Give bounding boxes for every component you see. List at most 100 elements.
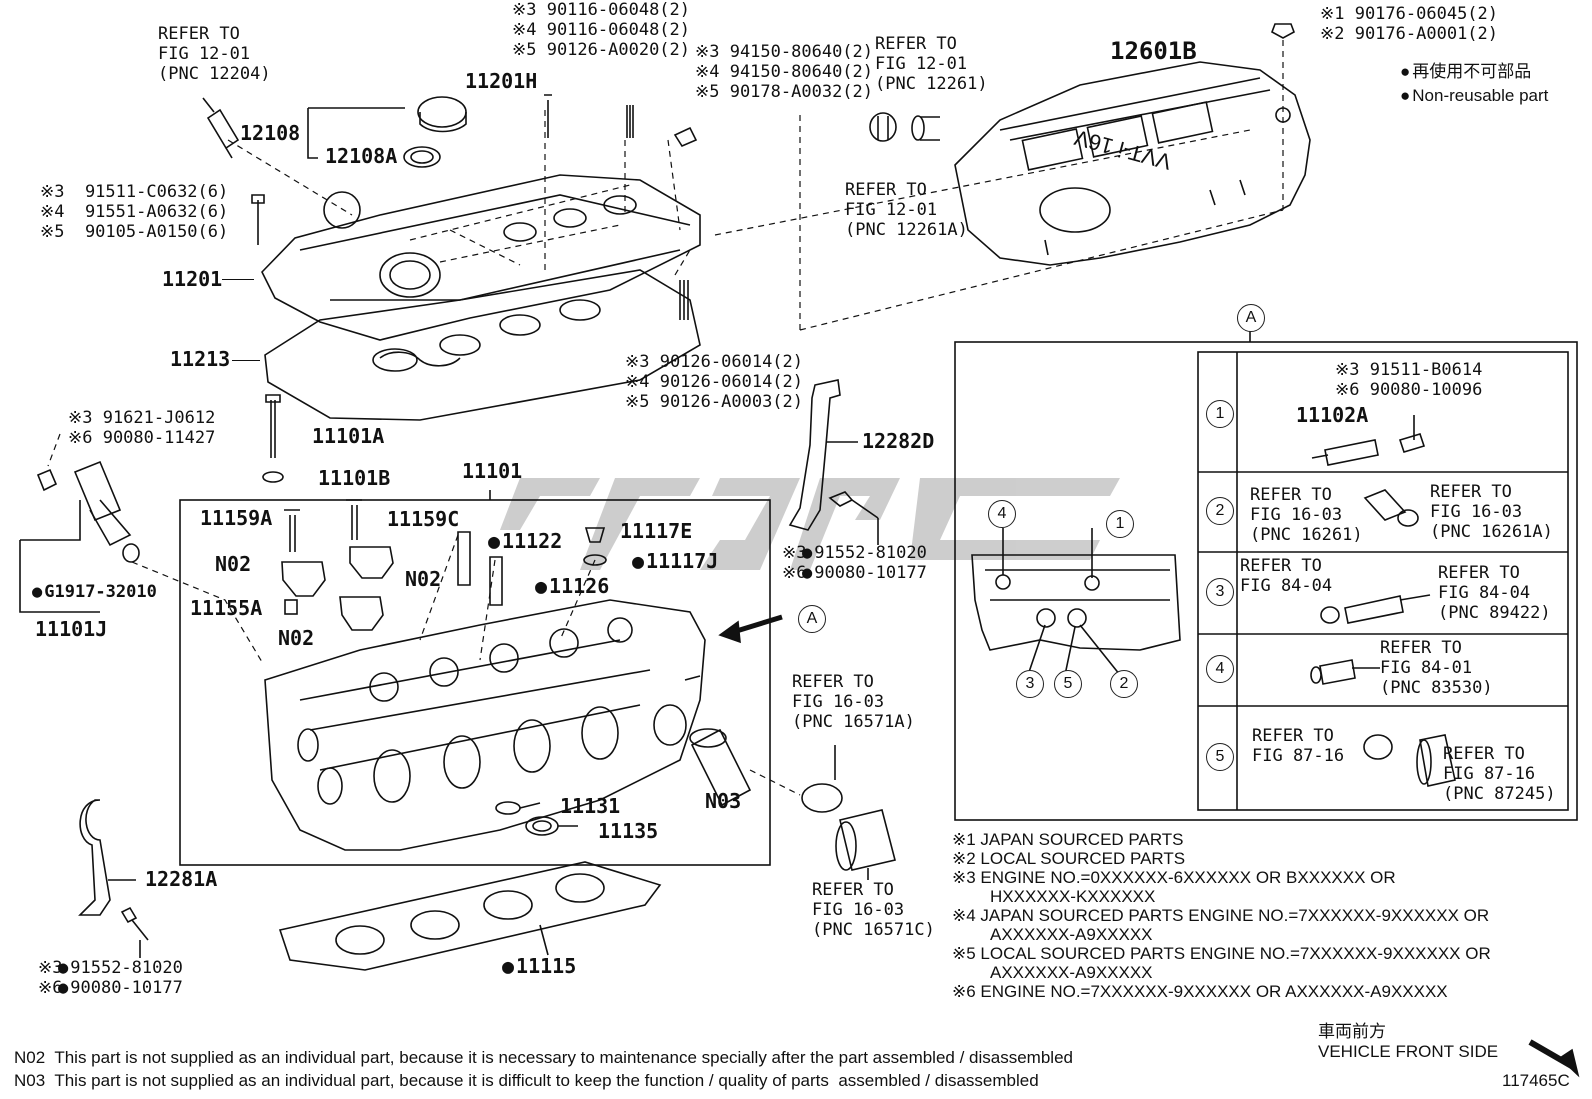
ref-ocv-3[interactable]: ※3 91621-J0612 — [68, 408, 216, 428]
ref-bracket-right-3[interactable]: 91552-81020 — [802, 543, 927, 563]
part-N02-a[interactable]: N02 — [215, 552, 252, 576]
part-G1917-32010[interactable]: G1917-32010 — [32, 582, 157, 602]
part-11101B[interactable]: 11101B — [318, 466, 391, 490]
footnote-3: ※3 ENGINE NO.=0XXXXXX-6XXXXXX OR BXXXXXX… — [952, 868, 1396, 887]
part-11155A[interactable]: 11155A — [190, 596, 263, 620]
row-number-4: 4 — [1206, 655, 1234, 683]
ref-stud-mid-3[interactable]: ※3 90126-06014(2) — [625, 352, 804, 372]
part-12108A[interactable]: 12108A — [325, 144, 398, 168]
part-11159A[interactable]: 11159A — [200, 506, 273, 530]
part-11102A[interactable]: 11102A — [1296, 403, 1369, 427]
part-12282D[interactable]: 12282D — [862, 429, 935, 453]
part-N02-b[interactable]: N02 — [405, 567, 442, 591]
footnote-5-cont: AXXXXXX-A9XXXXX — [990, 963, 1153, 982]
row-number-5: 5 — [1206, 743, 1234, 771]
part-11101J[interactable]: 11101J — [35, 617, 108, 641]
part-11159C[interactable]: 11159C — [387, 507, 460, 531]
oil-control-valve — [73, 460, 122, 522]
ref-nut-3[interactable]: ※3 94150-80640(2) — [695, 42, 874, 62]
ref-bolt-4[interactable]: ※4 91551-A0632(6) — [40, 202, 229, 222]
part-11122[interactable]: 11122 — [488, 530, 562, 552]
refer-note-a3-left: REFER TO FIG 84-04 — [1240, 556, 1333, 596]
ref-bolt-3[interactable]: ※3 91511-C0632(6) — [40, 182, 229, 202]
row-number-1: 1 — [1206, 400, 1234, 428]
note-N02: N02 This part is not supplied as an indi… — [14, 1048, 1073, 1067]
refer-note-a5-left: REFER TO FIG 87-16 — [1252, 726, 1345, 766]
detail-box-A — [954, 341, 1578, 821]
footnote-1: ※1 JAPAN SOURCED PARTS — [952, 830, 1184, 849]
part-11117J[interactable]: 11117J — [632, 550, 718, 572]
callout-A-box[interactable]: A — [1237, 304, 1265, 332]
cover-gasket — [264, 269, 701, 421]
legend-non-reusable-jp: 再使用不可部品 — [1400, 62, 1531, 81]
part-11117E[interactable]: 11117E — [620, 519, 693, 543]
refer-note-a5-right: REFER TO FIG 87-16 (PNC 87245) — [1443, 744, 1556, 804]
ref-stud-mid-4[interactable]: ※4 90126-06014(2) — [625, 372, 804, 392]
ref-stud-3[interactable]: ※3 90116-06048(2) — [512, 0, 691, 20]
refer-note-pnc-12204: REFER TO FIG 12-01 (PNC 12204) — [158, 24, 271, 84]
part-12601B[interactable]: 12601B — [1110, 37, 1197, 65]
part-11131[interactable]: 11131 — [560, 794, 621, 818]
ref-nut-4[interactable]: ※4 94150-80640(2) — [695, 62, 874, 82]
ref-stud-mid-5[interactable]: ※5 90126-A0003(2) — [625, 392, 804, 412]
head-gasket — [278, 861, 662, 971]
refer-note-pnc-16571C: REFER TO FIG 16-03 (PNC 16571C) — [812, 880, 935, 940]
ref-ocv-6[interactable]: ※6 90080-11427 — [68, 428, 216, 448]
leader-11201 — [222, 279, 254, 280]
part-11101A[interactable]: 11101A — [312, 424, 385, 448]
row-number-2: 2 — [1206, 497, 1234, 525]
part-11115[interactable]: 11115 — [502, 955, 576, 977]
ref-nut-5[interactable]: ※5 90178-A0032(2) — [695, 82, 874, 102]
ref-bracket-left-6[interactable]: 90080-10177 — [58, 978, 183, 998]
head-view-callout-1: 1 — [1106, 510, 1134, 538]
part-11135[interactable]: 11135 — [598, 819, 659, 843]
ref-cover-nut-1[interactable]: ※1 90176-06045(2) — [1320, 4, 1499, 24]
ref-bolt-5[interactable]: ※5 90105-A0150(6) — [40, 222, 229, 242]
part-12108[interactable]: 12108 — [240, 121, 301, 145]
footnote-4: ※4 JAPAN SOURCED PARTS ENGINE NO.=7XXXXX… — [952, 906, 1490, 925]
part-11126[interactable]: 11126 — [535, 575, 609, 597]
ref-a1-3[interactable]: ※3 91511-B0614 — [1335, 360, 1483, 380]
ref-stud-5[interactable]: ※5 90126-A0020(2) — [512, 40, 691, 60]
part-N02-c[interactable]: N02 — [278, 626, 315, 650]
cylinder-head-cover — [261, 174, 701, 341]
refer-note-a3-right: REFER TO FIG 84-04 (PNC 89422) — [1438, 563, 1551, 623]
refer-note-a2-left: REFER TO FIG 16-03 (PNC 16261) — [1250, 485, 1363, 545]
vehicle-front-en: VEHICLE FRONT SIDE — [1318, 1042, 1499, 1061]
ref-cover-nut-2[interactable]: ※2 90176-A0001(2) — [1320, 24, 1499, 44]
part-11213[interactable]: 11213 — [170, 347, 231, 371]
leader-11213 — [232, 360, 260, 361]
refer-note-pnc-16571A: REFER TO FIG 16-03 (PNC 16571A) — [792, 672, 915, 732]
ref-bracket-right-6[interactable]: 90080-10177 — [802, 563, 927, 583]
footnote-2: ※2 LOCAL SOURCED PARTS — [952, 849, 1186, 868]
part-12281A[interactable]: 12281A — [145, 867, 218, 891]
cover-logo-text: VVT-i 16V — [1071, 125, 1173, 175]
refer-note-pnc-12261: REFER TO FIG 12-01 (PNC 12261) — [875, 34, 988, 94]
head-view-callout-3: 3 — [1016, 670, 1044, 698]
footnote-list: ※1 JAPAN SOURCED PARTS ※2 LOCAL SOURCED … — [952, 830, 1491, 1001]
callout-A-arrow[interactable]: A — [798, 605, 826, 633]
part-11101[interactable]: 11101 — [462, 459, 523, 483]
head-view-callout-4: 4 — [988, 500, 1016, 528]
ref-bracket-left-pre-6: ※6 — [38, 978, 63, 998]
part-N03[interactable]: N03 — [705, 789, 742, 813]
footnote-5: ※5 LOCAL SOURCED PARTS ENGINE NO.=7XXXXX… — [952, 944, 1491, 963]
ref-bracket-right-pre-3: ※3 — [782, 543, 807, 563]
part-11201H[interactable]: 11201H — [465, 69, 538, 93]
oil-filler-cap — [417, 96, 467, 128]
note-N03: N03 This part is not supplied as an indi… — [14, 1071, 1039, 1090]
part-11201[interactable]: 11201 — [162, 267, 223, 291]
figure-id: 117465C — [1502, 1071, 1570, 1090]
head-view-callout-2: 2 — [1110, 670, 1138, 698]
ref-bracket-left-pre-3: ※3 — [38, 958, 63, 978]
ref-stud-4[interactable]: ※4 90116-06048(2) — [512, 20, 691, 40]
legend-non-reusable-en: Non-reusable part — [1400, 86, 1548, 105]
head-view-callout-5: 5 — [1054, 670, 1082, 698]
ref-a1-6[interactable]: ※6 90080-10096 — [1335, 380, 1483, 400]
ref-bracket-left-3[interactable]: 91552-81020 — [58, 958, 183, 978]
footnote-4-cont: AXXXXXX-A9XXXXX — [990, 925, 1153, 944]
engine-cover-outline — [954, 61, 1311, 266]
ref-bracket-right-pre-6: ※6 — [782, 563, 807, 583]
refer-note-a4: REFER TO FIG 84-01 (PNC 83530) — [1380, 638, 1493, 698]
vehicle-front-jp: 車両前方 — [1318, 1022, 1386, 1041]
